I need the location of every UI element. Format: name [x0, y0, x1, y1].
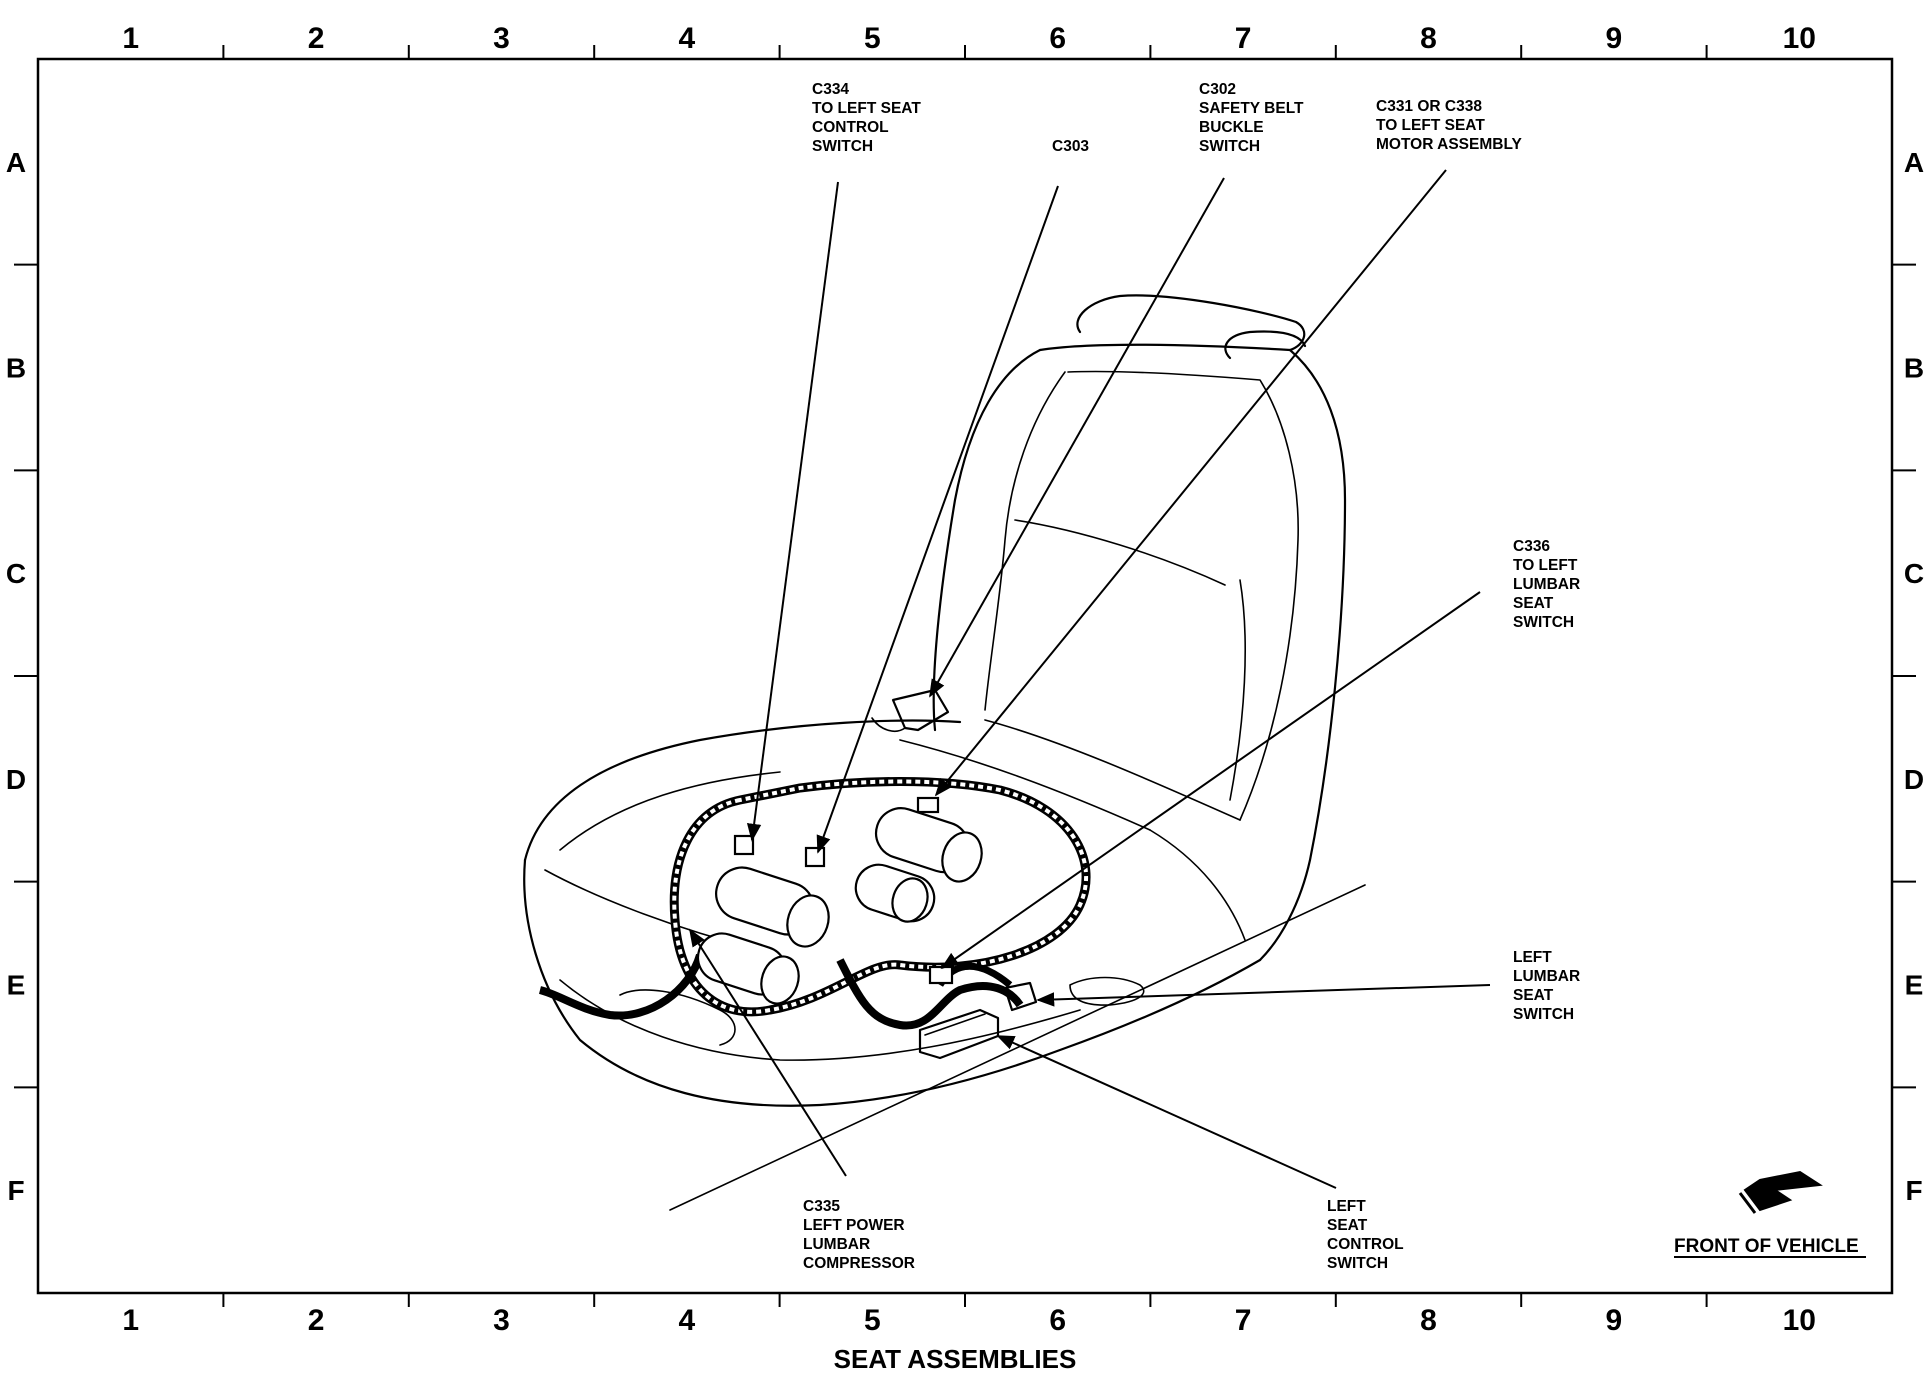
front-of-vehicle-arrow-icon: [1738, 1170, 1823, 1214]
grid-column-top-6: 6: [1049, 22, 1066, 55]
grid-row-right-E: E: [1905, 970, 1924, 1001]
c303-line: C303: [1052, 138, 1089, 155]
grid-row-right-B: B: [1904, 353, 1924, 384]
c331-line: MOTOR ASSEMBLY: [1376, 136, 1522, 153]
lumbar-switch-line: SEAT: [1513, 987, 1554, 1004]
c302-line: SAFETY BELT: [1199, 100, 1304, 117]
c336-line: TO LEFT: [1513, 557, 1578, 574]
grid-row-right-C: C: [1904, 558, 1924, 589]
grid-column-bottom-10: 10: [1783, 1304, 1816, 1337]
leader-c334: [746, 181, 839, 842]
grid-column-bottom-5: 5: [864, 1304, 881, 1337]
c331-line: C331 OR C338: [1376, 98, 1482, 115]
c302-line: BUCKLE: [1199, 119, 1264, 136]
callout-seat-control-switch: LEFT SEAT CONTROL SWITCH: [1327, 1198, 1404, 1272]
c335-line: LEFT POWER: [803, 1217, 905, 1234]
lumbar-switch-line: LUMBAR: [1513, 968, 1580, 985]
c334-line: CONTROL: [812, 119, 889, 136]
diagram-caption: SEAT ASSEMBLIES: [834, 1344, 1077, 1374]
callout-lumbar-switch: LEFT LUMBAR SEAT SWITCH: [1513, 949, 1580, 1023]
callout-c334: C334 TO LEFT SEAT CONTROL SWITCH: [812, 81, 921, 155]
grid-row-left-F: F: [7, 1175, 24, 1206]
seat-control-switch-line: CONTROL: [1327, 1236, 1404, 1253]
c331-line: TO LEFT SEAT: [1376, 117, 1485, 134]
leader-c303: [816, 185, 1059, 854]
leader-c331: [934, 169, 1447, 797]
grid-column-top-7: 7: [1235, 22, 1252, 55]
leader-c335: [689, 928, 847, 1177]
grid-column-bottom-7: 7: [1235, 1304, 1252, 1337]
grid-column-bottom-6: 6: [1049, 1304, 1066, 1337]
seat-illustration: [523, 294, 1366, 1211]
lumbar-switch-line: SWITCH: [1513, 1006, 1574, 1023]
grid-row-right-F: F: [1905, 1175, 1922, 1206]
grid-column-top-5: 5: [864, 22, 881, 55]
lumbar-switch-line: LEFT: [1513, 949, 1552, 966]
c336-line: SWITCH: [1513, 614, 1574, 631]
grid-row-left-C: C: [6, 558, 26, 589]
grid-column-bottom-4: 4: [679, 1304, 696, 1337]
grid-column-top-4: 4: [679, 22, 696, 55]
grid-column-top-2: 2: [308, 22, 325, 55]
callout-c336: C336 TO LEFT LUMBAR SEAT SWITCH: [1513, 538, 1580, 631]
diagram-frame: [36, 57, 1894, 1295]
callout-c303: C303: [1052, 138, 1089, 155]
seat-control-switch-line: SWITCH: [1327, 1255, 1388, 1272]
c334-line: SWITCH: [812, 138, 873, 155]
c334-line: TO LEFT SEAT: [812, 100, 921, 117]
c335-line: C335: [803, 1198, 840, 1215]
grid-column-bottom-9: 9: [1606, 1304, 1623, 1337]
grid-row-left-E: E: [7, 970, 26, 1001]
grid-column-top-3: 3: [493, 22, 510, 55]
grid-row-left-D: D: [6, 764, 26, 795]
seat-control-switch-line: SEAT: [1327, 1217, 1368, 1234]
c334-line: C334: [812, 81, 849, 98]
grid-row-left-A: A: [6, 147, 26, 178]
grid-row-right-D: D: [1904, 764, 1924, 795]
leader-c302: [929, 177, 1225, 698]
callout-leaders: [689, 169, 1491, 1189]
c302-line: SWITCH: [1199, 138, 1260, 155]
grid-column-bottom-3: 3: [493, 1304, 510, 1337]
grid-column-top-10: 10: [1783, 22, 1816, 55]
seat-control-switch-line: LEFT: [1327, 1198, 1366, 1215]
grid-row-right-A: A: [1904, 147, 1924, 178]
c336-line: C336: [1513, 538, 1550, 555]
grid-column-top-8: 8: [1420, 22, 1437, 55]
c336-line: SEAT: [1513, 595, 1554, 612]
grid-column-top-1: 1: [122, 22, 139, 55]
c302-line: C302: [1199, 81, 1236, 98]
grid-column-top-9: 9: [1606, 22, 1623, 55]
grid-column-bottom-1: 1: [122, 1304, 139, 1337]
leader-c336: [940, 591, 1481, 970]
leader-seat-control-switch: [996, 1035, 1337, 1189]
callout-c331: C331 OR C338 TO LEFT SEAT MOTOR ASSEMBLY: [1376, 98, 1522, 153]
grid-column-bottom-8: 8: [1420, 1304, 1437, 1337]
c335-line: LUMBAR: [803, 1236, 870, 1253]
leader-lumbar-switch: [1036, 984, 1491, 1007]
grid-row-left-B: B: [6, 353, 26, 384]
c336-line: LUMBAR: [1513, 576, 1580, 593]
grid-column-bottom-2: 2: [308, 1304, 325, 1337]
c335-line: COMPRESSOR: [803, 1255, 915, 1272]
front-of-vehicle-label: FRONT OF VEHICLE: [1674, 1236, 1859, 1257]
